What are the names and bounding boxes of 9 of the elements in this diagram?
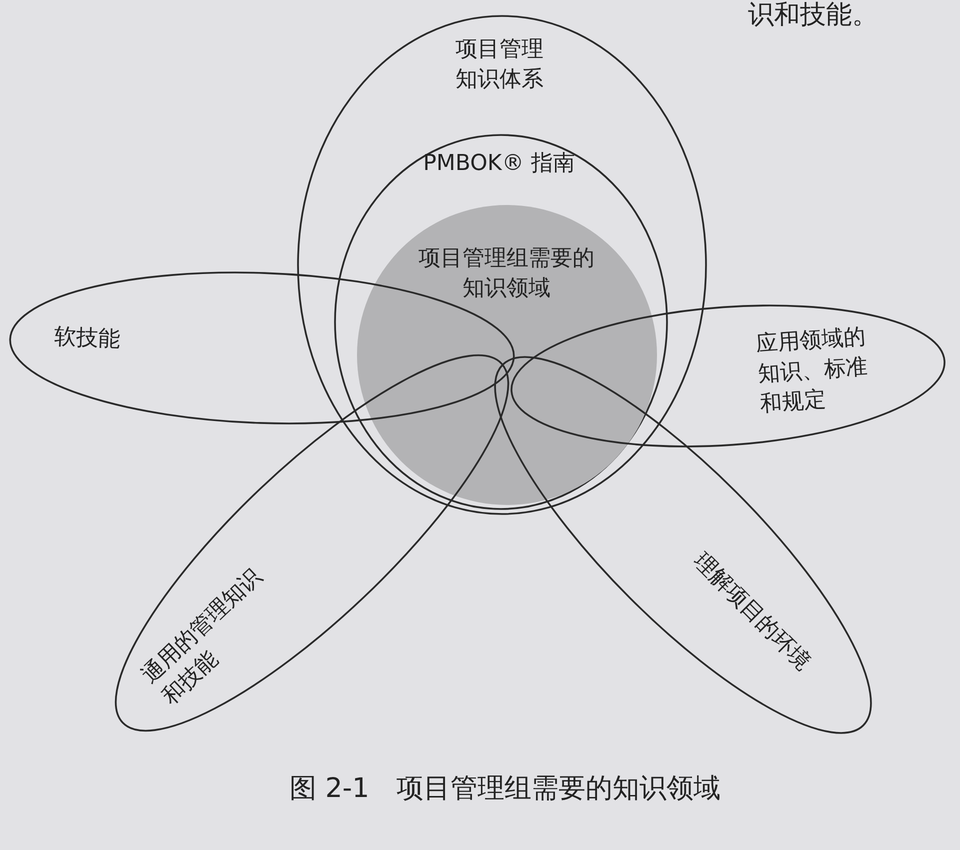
region-label: 软技能 <box>54 324 122 354</box>
region-label: 项目管理知识体系 <box>454 36 544 94</box>
text-fragment: 识和技能。 <box>748 0 878 30</box>
region-label: 理解项目的环境 <box>688 548 816 678</box>
region-label: 应用领域的知识、标准和规定 <box>754 323 870 419</box>
region-label: PMBOK® 指南 <box>422 150 576 178</box>
region-label: 通用的管理知识和技能 <box>136 563 268 712</box>
region-label: 项目管理组需要的知识领域 <box>418 245 596 303</box>
figure-caption: 图 2-1 项目管理组需要的知识领域 <box>288 772 722 806</box>
